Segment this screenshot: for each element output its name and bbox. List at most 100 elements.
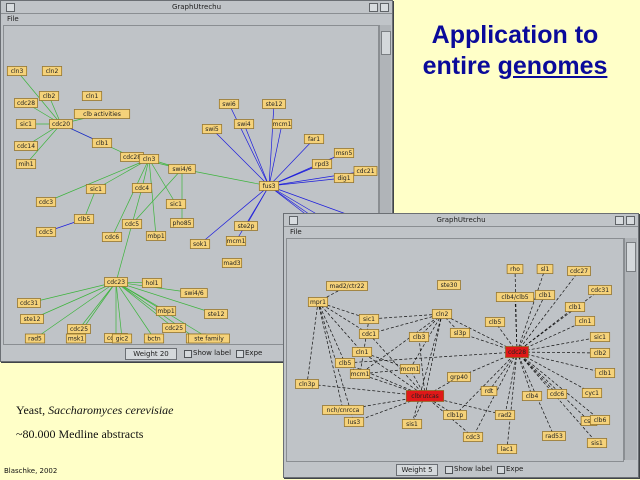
gene-node[interactable]: ste30 <box>437 280 461 290</box>
gene-node-box[interactable] <box>101 232 123 242</box>
gene-node[interactable]: clb1 <box>91 138 113 148</box>
gene-node[interactable]: mcm1 <box>271 119 293 129</box>
gene-node[interactable]: cln2 <box>41 66 63 76</box>
gene-node-box[interactable] <box>225 236 247 246</box>
gene-node-box[interactable] <box>131 183 153 193</box>
gene-node-box[interactable] <box>143 333 165 344</box>
gene-node-box[interactable] <box>588 285 612 295</box>
gene-node[interactable]: sic1 <box>15 119 37 129</box>
gene-node-box[interactable] <box>589 348 611 358</box>
gene-node[interactable]: cdc1 <box>358 329 380 339</box>
gene-node[interactable]: cdc25 <box>162 323 186 333</box>
gene-node-box[interactable] <box>271 119 293 129</box>
gene-node[interactable]: pho85 <box>170 218 194 228</box>
gene-node[interactable]: mbp1 <box>145 231 167 241</box>
gene-node-box[interactable] <box>162 323 186 333</box>
gene-node-box[interactable] <box>155 306 177 316</box>
gene-node[interactable]: clb2 <box>589 348 611 358</box>
gene-node[interactable]: cdc14 <box>14 141 38 151</box>
gene-node[interactable]: clb1p <box>443 410 467 420</box>
gene-node[interactable]: cdc4 <box>131 183 153 193</box>
gene-node[interactable]: sl1 <box>536 264 554 274</box>
gene-node-box[interactable] <box>437 280 461 290</box>
expand-checkbox[interactable]: Expe <box>496 464 532 474</box>
window-menu-button[interactable] <box>289 216 298 225</box>
gene-node-box[interactable] <box>589 332 611 342</box>
gene-node-box[interactable] <box>443 410 467 420</box>
gene-node[interactable]: clb4 <box>521 391 543 401</box>
gene-node-box[interactable] <box>85 184 107 194</box>
gene-node[interactable]: cdc28 <box>14 98 38 108</box>
gene-node[interactable]: hol1 <box>141 278 163 288</box>
weight-button[interactable]: Weight 20 <box>125 348 177 360</box>
gene-node[interactable]: clb1 <box>564 302 586 312</box>
gene-node[interactable]: cln1 <box>574 316 596 326</box>
gene-node-box[interactable] <box>104 277 128 287</box>
gene-node-box[interactable] <box>81 91 103 101</box>
gene-node-box[interactable] <box>506 264 524 274</box>
gene-node-box[interactable] <box>401 419 423 429</box>
gene-node[interactable]: grp40 <box>447 372 471 382</box>
weight-button[interactable]: Weight 5 <box>396 464 438 476</box>
maximize-button[interactable] <box>626 216 635 225</box>
gene-node-box[interactable] <box>322 405 364 415</box>
gene-node-box[interactable] <box>408 332 430 342</box>
gene-node-box[interactable] <box>589 415 611 425</box>
show-label-checkbox[interactable]: Show label <box>183 348 241 358</box>
gene-node-box[interactable] <box>358 329 380 339</box>
gene-node[interactable]: clb6 <box>589 415 611 425</box>
gene-node-box[interactable] <box>353 166 378 176</box>
gene-node[interactable]: swi6 <box>218 99 240 109</box>
gene-node-box[interactable] <box>233 119 255 129</box>
gene-node-box[interactable] <box>343 417 365 427</box>
gene-node-box[interactable] <box>542 431 566 441</box>
gene-node[interactable]: rad5 <box>24 333 46 344</box>
gene-node-box[interactable] <box>24 333 46 344</box>
show-label-checkbox[interactable]: Show label <box>444 464 502 474</box>
gene-node[interactable]: cln1 <box>81 91 103 101</box>
minimize-button[interactable] <box>615 216 624 225</box>
gene-node[interactable]: cdc23 <box>104 277 128 287</box>
scrollbar-thumb[interactable] <box>626 242 636 272</box>
highlighted-gene-node[interactable]: cdc28 <box>505 346 529 358</box>
gene-node[interactable]: fus3 <box>258 181 280 191</box>
gene-node[interactable]: sic1 <box>85 184 107 194</box>
gene-node-box[interactable] <box>15 159 37 169</box>
gene-node-box[interactable] <box>567 266 591 276</box>
gene-node[interactable]: cdc21 <box>353 166 378 176</box>
gene-node[interactable]: cdc6 <box>546 389 568 399</box>
gene-node[interactable]: mcm1 <box>399 364 421 374</box>
gene-node[interactable]: cdc3 <box>462 432 484 442</box>
gene-node-box[interactable] <box>188 333 230 344</box>
gene-node[interactable]: cdc31 <box>588 285 612 295</box>
gene-node-box[interactable] <box>17 298 41 308</box>
gene-node[interactable]: cln1 <box>351 347 373 357</box>
gene-node[interactable]: sic1 <box>165 199 187 209</box>
gene-node-box[interactable] <box>358 314 380 324</box>
gene-node[interactable]: clb5 <box>484 317 506 327</box>
gene-node[interactable]: ste12 <box>204 309 228 319</box>
gene-node[interactable]: cdc31 <box>17 298 41 308</box>
gene-node-box[interactable] <box>111 333 133 344</box>
gene-node-box[interactable] <box>262 99 286 109</box>
gene-node[interactable]: swi4 <box>233 119 255 129</box>
gene-node[interactable]: cyc1 <box>581 388 603 398</box>
gene-node-box[interactable] <box>141 278 163 288</box>
gene-node[interactable]: cln3 <box>138 154 160 164</box>
gene-node-box[interactable] <box>326 281 368 291</box>
gene-node-box[interactable] <box>170 218 194 228</box>
gene-node[interactable]: rpd3 <box>311 159 333 169</box>
gene-node[interactable]: msk1 <box>65 333 87 344</box>
gene-node[interactable]: clb5 <box>73 214 95 224</box>
gene-node[interactable]: cln3p <box>295 379 319 389</box>
gene-node[interactable]: mad2/ctr22 <box>326 281 368 291</box>
gene-node-box[interactable] <box>594 368 616 378</box>
gene-node-box[interactable] <box>65 333 87 344</box>
gene-node[interactable]: sok1 <box>189 239 211 249</box>
gene-node-box[interactable] <box>295 379 319 389</box>
gene-node[interactable]: clb4/clb5 <box>495 292 535 302</box>
gene-node[interactable]: cdc20 <box>49 119 73 129</box>
gene-node-box[interactable] <box>38 91 60 101</box>
